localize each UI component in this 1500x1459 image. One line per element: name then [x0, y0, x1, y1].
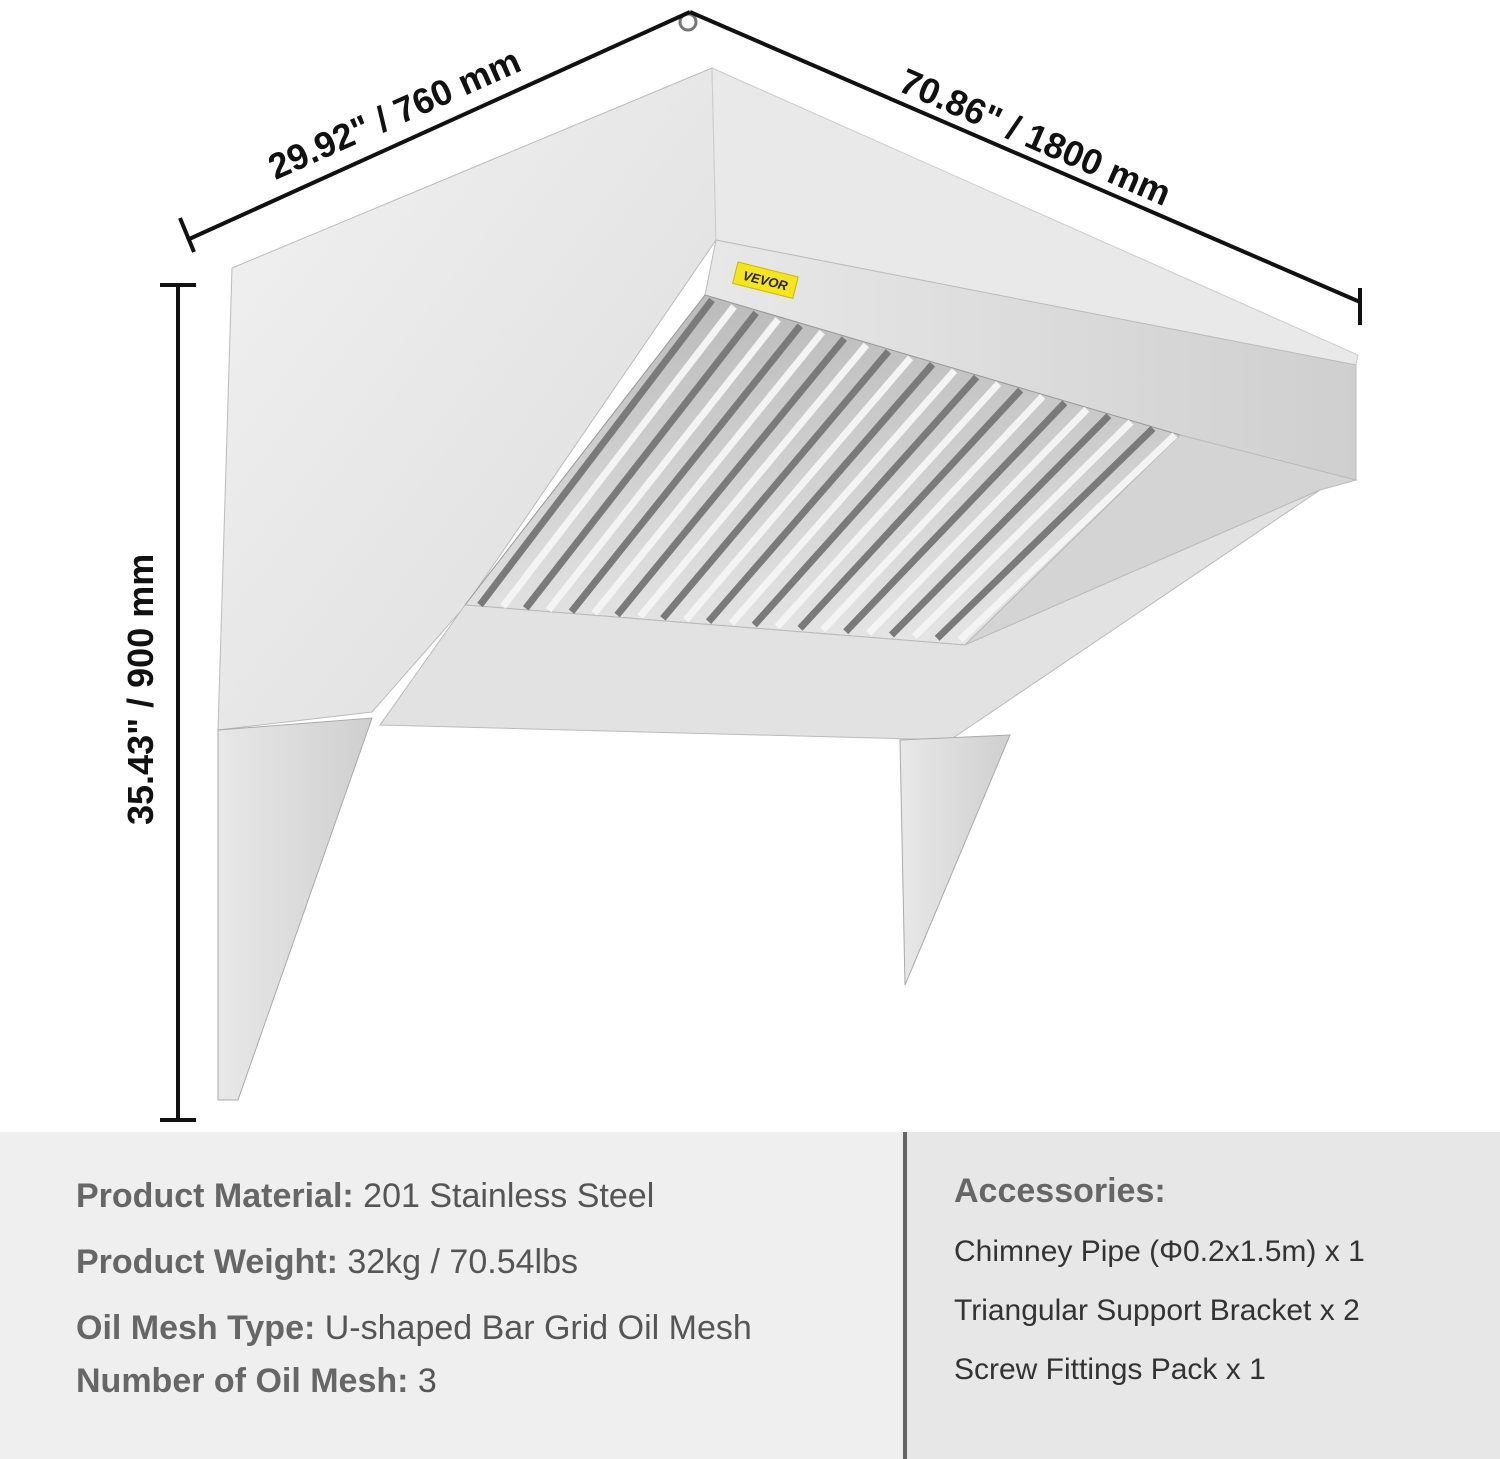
filter-bar	[477, 297, 715, 608]
height-dimension-label: 35.43" / 900 mm	[120, 553, 161, 825]
filter-bar	[683, 355, 914, 623]
hood-body	[217, 67, 1359, 741]
filter-bar	[957, 432, 1178, 643]
accessory-item: Triangular Support Bracket x 2	[954, 1294, 1360, 1327]
dimension-lines	[160, 10, 1362, 1122]
filter-bar	[888, 413, 1112, 638]
spec-material: Product Material: 201 Stainless Steel	[76, 1177, 655, 1215]
oil-mesh-filters	[477, 297, 1178, 643]
filter-bar	[500, 304, 737, 609]
filter-bar	[522, 310, 759, 611]
specs-panel	[0, 1132, 904, 1459]
filter-bar	[545, 317, 781, 613]
accessories-heading: Accessories:	[954, 1172, 1166, 1210]
filter-bar	[614, 336, 847, 618]
filter-bar	[774, 381, 1002, 630]
filter-bar	[934, 426, 1156, 641]
filter-bar	[751, 374, 980, 628]
panel-divider	[903, 1132, 907, 1459]
spec-oil-mesh-type: Oil Mesh Type: U-shaped Bar Grid Oil Mes…	[76, 1309, 752, 1347]
spec-oil-mesh-count: Number of Oil Mesh: 3	[76, 1362, 437, 1400]
filter-bar	[568, 323, 803, 614]
filter-bar	[797, 387, 1024, 631]
filter-bar	[637, 342, 870, 619]
accessory-item: Screw Fittings Pack x 1	[954, 1353, 1266, 1386]
right-support-bracket	[899, 734, 1011, 986]
filter-bar	[591, 329, 825, 616]
filter-bar	[866, 406, 1090, 636]
spec-weight: Product Weight: 32kg / 70.54lbs	[76, 1243, 578, 1281]
filter-bar	[660, 349, 892, 621]
filter-bar	[820, 394, 1046, 633]
accessories-panel	[907, 1132, 1500, 1459]
filter-bar	[911, 419, 1134, 640]
range-hood-illustration: VEVOR	[160, 10, 1362, 1122]
filter-bar	[728, 368, 958, 626]
accessory-item: Chimney Pipe (Φ0.2x1.5m) x 1	[954, 1235, 1365, 1268]
filter-bar	[843, 400, 1068, 635]
left-support-bracket	[217, 717, 373, 1101]
filter-bar	[705, 361, 936, 624]
